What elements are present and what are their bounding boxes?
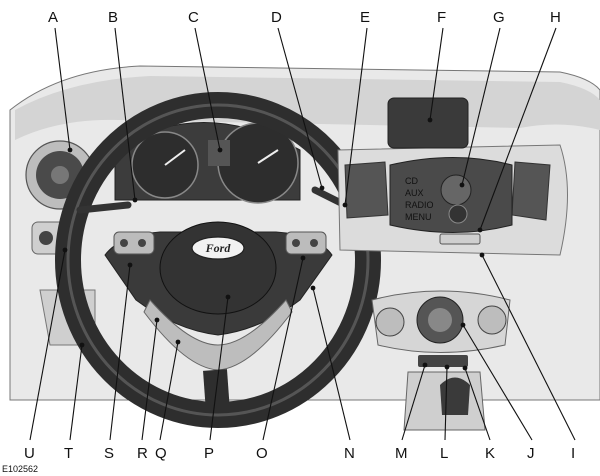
callout-q: Q: [155, 445, 167, 462]
callout-i: I: [571, 445, 575, 462]
top-callouts: A B C D E F G H: [48, 9, 561, 26]
gear-shifter: [403, 371, 486, 431]
radio-button-1: CD: [405, 176, 418, 186]
callout-l: L: [440, 445, 448, 462]
callout-p: P: [204, 445, 214, 462]
callout-u: U: [24, 445, 35, 462]
radio-button-3: RADIO: [405, 200, 434, 210]
callout-f: F: [437, 9, 446, 26]
callout-e: E: [360, 9, 370, 26]
callout-o: O: [256, 445, 268, 462]
bottom-callouts: U T S R Q P O N M L K J I: [24, 445, 575, 462]
callout-d: D: [271, 9, 282, 26]
figure-code: E102562: [2, 464, 38, 474]
left-stalk: [76, 201, 132, 214]
callout-j: J: [527, 445, 535, 462]
ford-logo: Ford: [205, 241, 232, 255]
climate-controls: [371, 290, 511, 367]
radio-button-4: MENU: [405, 212, 432, 222]
callout-c: C: [188, 9, 199, 26]
callout-a: A: [48, 9, 58, 26]
callout-h: H: [550, 9, 561, 26]
centre-console: CD AUX RADIO MENU: [337, 97, 568, 256]
callout-k: K: [485, 445, 495, 462]
callout-m: M: [395, 445, 408, 462]
callout-r: R: [137, 445, 148, 462]
callout-s: S: [104, 445, 114, 462]
radio-button-2: AUX: [405, 188, 424, 198]
callout-n: N: [344, 445, 355, 462]
instrument-cluster: [114, 122, 301, 204]
callout-t: T: [64, 445, 73, 462]
callout-g: G: [493, 9, 505, 26]
leader-lines: [29, 27, 576, 441]
callout-b: B: [108, 9, 118, 26]
